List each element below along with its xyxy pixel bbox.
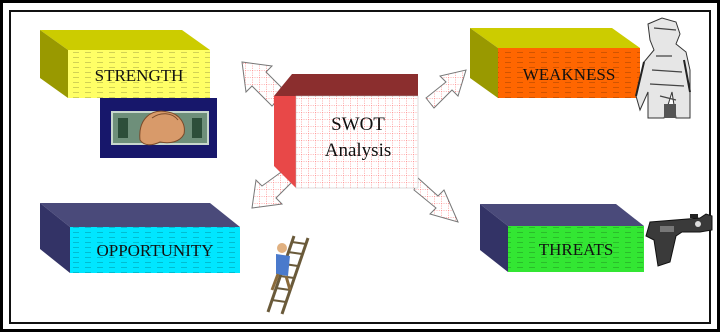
center-box-top — [274, 74, 418, 96]
threats-side — [480, 204, 508, 272]
opportunity-label: OPPORTUNITY — [96, 241, 213, 260]
strength-label: STRENGTH — [95, 66, 184, 85]
weakness-top — [470, 28, 640, 48]
strength-block: STRENGTH — [40, 30, 210, 98]
threats-label: THREATS — [539, 240, 614, 259]
weakness-block: WEAKNESS — [470, 28, 640, 98]
arrow-to-opportunity — [251, 169, 295, 209]
old-man-figure-icon — [635, 17, 691, 119]
center-box-side — [274, 96, 296, 188]
arrow-to-threats — [413, 177, 459, 223]
pistol-icon — [645, 213, 713, 267]
weakness-side — [470, 28, 498, 98]
swot-center-box: SWOT Analysis — [274, 74, 419, 189]
threats-block: THREATS — [480, 204, 644, 272]
center-box-front — [295, 95, 419, 189]
center-title-line2: Analysis — [325, 140, 392, 161]
threats-top — [480, 204, 644, 226]
ladder-climber-icon — [266, 235, 310, 315]
center-title-line1: SWOT — [331, 114, 385, 135]
arm-in-box-icon — [100, 98, 217, 158]
opportunity-top — [40, 203, 240, 227]
strength-side — [40, 30, 68, 98]
opportunity-side — [40, 203, 70, 273]
weakness-label: WEAKNESS — [523, 65, 616, 84]
inner-frame — [9, 10, 711, 324]
arrow-to-weakness — [425, 69, 467, 109]
opportunity-block: OPPORTUNITY — [40, 203, 240, 273]
strength-top — [40, 30, 210, 50]
